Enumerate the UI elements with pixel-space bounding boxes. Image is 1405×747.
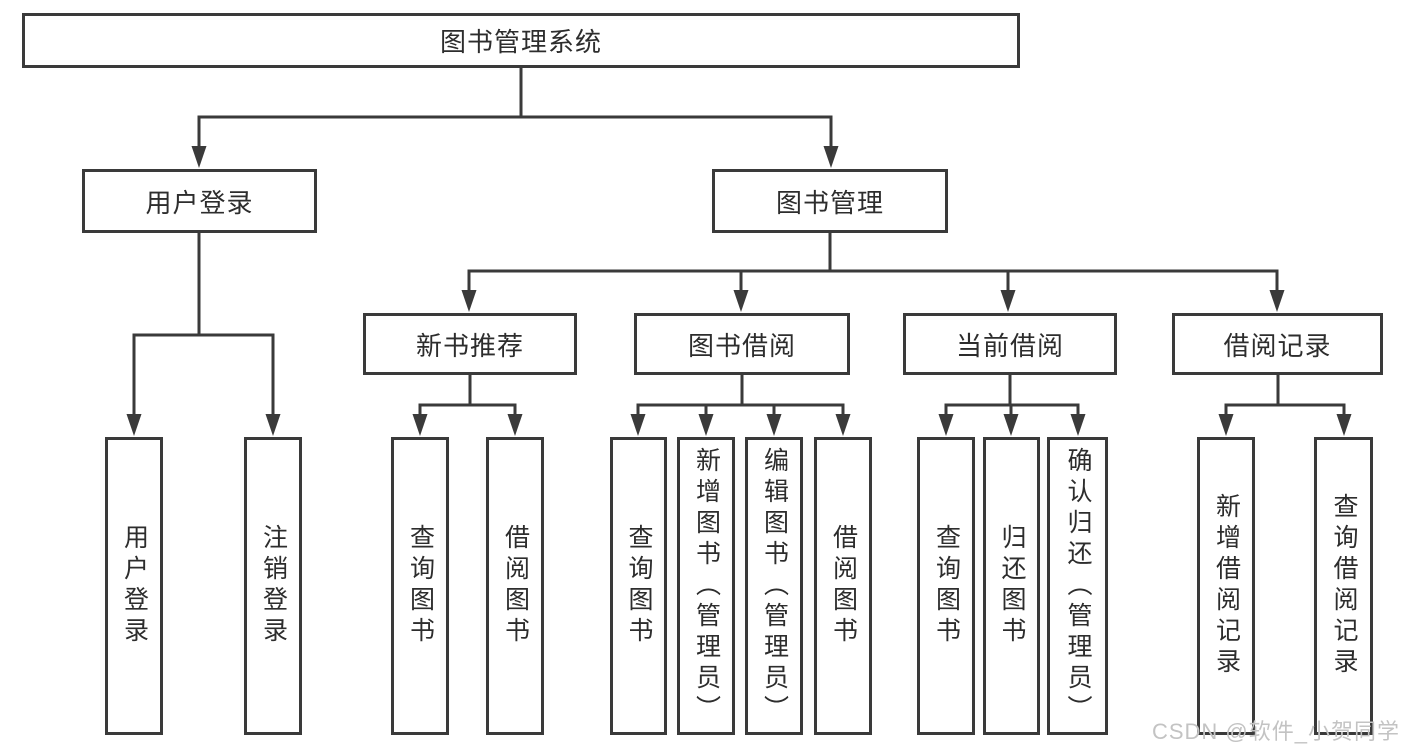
- node-library-management-system: 图书管理系统: [22, 13, 1020, 68]
- node-borrow-books: 借阅图书: [486, 437, 544, 735]
- node-query-books: 查询图书: [917, 437, 975, 735]
- watermark: CSDN @软件_小贺同学: [1151, 719, 1400, 744]
- node-query-books: 查询图书: [391, 437, 449, 735]
- node-borrow-books: 借阅图书: [814, 437, 872, 735]
- node-new-book-recommendation: 新书推荐: [363, 313, 577, 375]
- node-book-management: 图书管理: [712, 169, 948, 233]
- node-confirm-return-admin: 确认归还（管理员）: [1047, 437, 1108, 735]
- node-user-login-leaf: 用户登录: [105, 437, 163, 735]
- node-user-login: 用户登录: [82, 169, 317, 233]
- node-book-borrowing: 图书借阅: [634, 313, 850, 375]
- node-logout-leaf: 注销登录: [244, 437, 302, 735]
- node-return-books: 归还图书: [983, 437, 1040, 735]
- node-borrowing-records: 借阅记录: [1172, 313, 1383, 375]
- node-query-books: 查询图书: [610, 437, 667, 735]
- node-add-borrow-record: 新增借阅记录: [1197, 437, 1255, 735]
- node-query-borrow-record: 查询借阅记录: [1314, 437, 1373, 735]
- node-edit-books-admin: 编辑图书（管理员）: [745, 437, 803, 735]
- node-current-borrowing: 当前借阅: [903, 313, 1117, 375]
- node-add-books-admin: 新增图书（管理员）: [677, 437, 735, 735]
